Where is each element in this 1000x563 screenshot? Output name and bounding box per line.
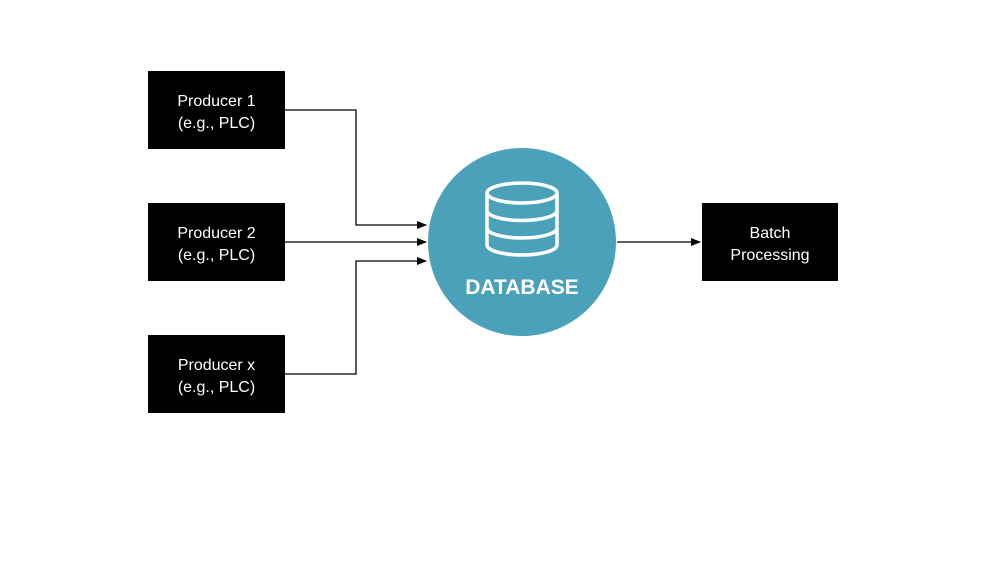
connectors bbox=[285, 109, 701, 375]
producer-1-box: Producer 1 (e.g., PLC) bbox=[148, 71, 285, 149]
producer-x-subtitle: (e.g., PLC) bbox=[178, 379, 255, 396]
producer-2-box: Producer 2 (e.g., PLC) bbox=[148, 203, 285, 281]
database-node: DATABASE bbox=[428, 148, 616, 336]
connector-producer-1 bbox=[285, 109, 427, 229]
batch-processing-title: Batch bbox=[750, 225, 791, 242]
producer-1-subtitle: (e.g., PLC) bbox=[178, 115, 255, 132]
batch-processing-subtitle: Processing bbox=[730, 247, 809, 264]
producer-x-box: Producer x (e.g., PLC) bbox=[148, 335, 285, 413]
producer-x-title: Producer x bbox=[178, 357, 255, 374]
database-label: DATABASE bbox=[465, 276, 579, 299]
batch-processing-box: Batch Processing bbox=[702, 203, 838, 281]
producer-1-title: Producer 1 bbox=[177, 93, 255, 110]
database-cylinder-icon bbox=[485, 181, 559, 257]
producer-2-title: Producer 2 bbox=[177, 225, 255, 242]
producer-2-subtitle: (e.g., PLC) bbox=[178, 247, 255, 264]
connector-producer-x bbox=[285, 257, 427, 375]
